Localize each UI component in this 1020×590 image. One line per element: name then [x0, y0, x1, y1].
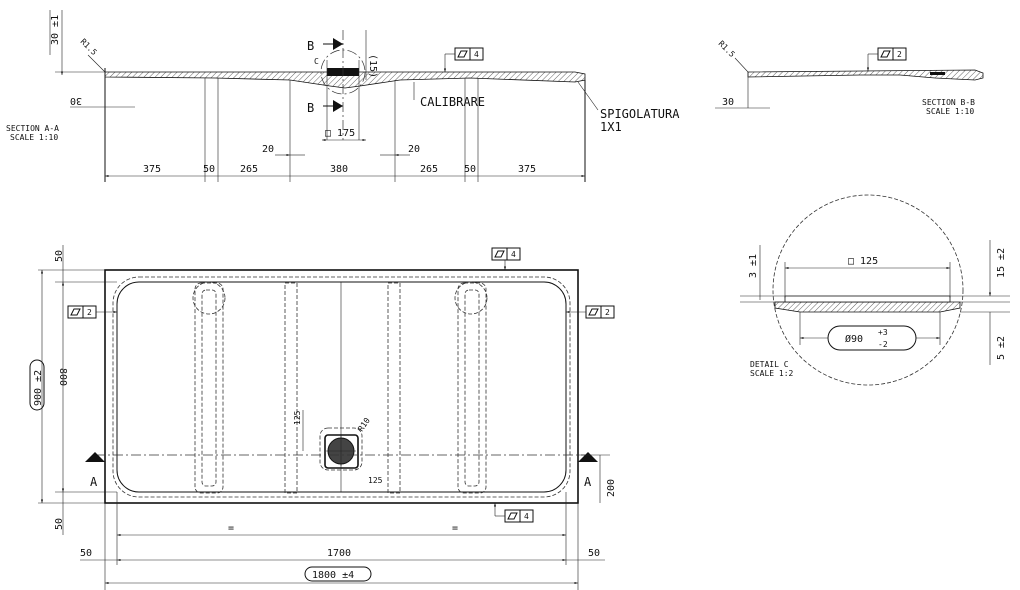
detail-bore-label: Ø90	[845, 333, 863, 345]
flatness-box-right: 2	[566, 305, 615, 319]
plan-right-margin: 50	[588, 548, 600, 559]
dim-50-left: 50	[203, 164, 215, 175]
drain-label-b-top: B	[307, 39, 314, 53]
plan-width-inner: 1700	[327, 548, 351, 559]
drain-label-b-bottom: B	[307, 101, 314, 115]
basin-outline	[116, 281, 567, 493]
plan-left-margin: 50	[80, 548, 92, 559]
dim-20-right: 20	[408, 144, 420, 155]
flatness-a-value: 4	[474, 50, 479, 59]
drain-15-label: (15)	[367, 54, 378, 78]
plan-drain-radius: R10	[356, 416, 372, 433]
detail-c-title: DETAIL C	[750, 360, 789, 369]
plan-equal-right: =	[452, 523, 458, 534]
dim-380: 380	[330, 164, 348, 175]
flatness-box-b: 2	[866, 47, 907, 71]
plan-drain-h-label: 125	[368, 476, 383, 485]
radius-label-b: R1.5	[717, 39, 737, 59]
detail-dim-right-bottom: 5 ±2	[996, 336, 1007, 360]
flatness-bottom-value: 4	[524, 512, 529, 521]
flatness-box-top: 4	[491, 247, 521, 270]
section-b-b-profile	[747, 69, 984, 81]
detail-square-label: □ 125	[848, 256, 878, 267]
plan-height-total: 900 ±2	[33, 370, 44, 406]
drain-square-label: □ 175	[325, 128, 355, 139]
height-total-box: 900 ±2	[29, 359, 45, 411]
section-a-left: A	[90, 475, 98, 489]
section-a-a-scale: SCALE 1:10	[10, 133, 58, 142]
plan-view: 125 125 R10 A A 200 50 50 900 ±2 800	[29, 245, 617, 590]
radius-label-a: R1.5	[79, 37, 99, 57]
detail-tol-plus: +3	[878, 328, 888, 337]
dim-50-right: 50	[464, 164, 476, 175]
flatness-left-value: 2	[87, 308, 92, 317]
section-a-a-title: SECTION A-A	[6, 124, 59, 133]
section-a-a: 375 50 265 380 265 50 375 20 20 30 ±1 R1…	[6, 10, 680, 182]
flatness-right-value: 2	[605, 308, 610, 317]
width-total-box: 1800 ±4	[304, 566, 372, 582]
section-b-b-title: SECTION B-B	[922, 98, 975, 107]
plan-drain: 125 125 R10	[293, 410, 383, 485]
dim-375-right: 375	[518, 164, 536, 175]
section-b-b: R1.5 30 2 SECTION B-B SCALE 1:10	[715, 39, 984, 116]
section-a-right: A	[584, 475, 592, 489]
detail-dim-right-top: 15 ±2	[996, 248, 1007, 278]
channels	[192, 281, 488, 494]
plan-width-total: 1800 ±4	[312, 570, 354, 581]
plan-top-margin: 50	[54, 250, 65, 262]
dim-265-left: 265	[240, 164, 258, 175]
flatness-top-value: 4	[511, 250, 516, 259]
detail-dim-left: 3 ±1	[748, 254, 759, 278]
flatness-b-value: 2	[897, 50, 902, 59]
spigolatura-size: 1X1	[600, 120, 622, 134]
detail-tol-minus: -2	[878, 340, 888, 349]
thickness-label: 30 ±1	[50, 15, 61, 45]
detail-c-scale: SCALE 1:2	[750, 369, 794, 378]
tray-outline	[104, 269, 579, 504]
plan-equal-left: =	[228, 523, 234, 534]
height-30-label: 30	[70, 95, 82, 106]
section-b-height: 30	[722, 97, 734, 108]
plan-drain-offset: 200	[606, 479, 617, 497]
drain-c-label: C	[314, 57, 319, 66]
section-a-a-profile	[104, 71, 586, 89]
dim-375-left: 375	[143, 164, 161, 175]
plan-height-inner: 800	[57, 368, 68, 386]
flatness-box-left: 2	[67, 305, 117, 319]
spigolatura-label: SPIGOLATURA	[600, 107, 680, 121]
flatness-box-bottom: 4	[493, 503, 534, 523]
dim-265-right: 265	[420, 164, 438, 175]
flatness-box-a: 4	[443, 47, 484, 72]
plan-bottom-margin: 50	[54, 518, 65, 530]
section-b-b-scale: SCALE 1:10	[926, 107, 974, 116]
calibrare-label: CALIBRARE	[420, 95, 485, 109]
detail-c: □ 125 3 ±1 15 ±2 5 ±2 Ø90 +3 -2 DETAIL C…	[740, 194, 1010, 386]
dim-20-left: 20	[262, 144, 274, 155]
plan-drain-v-label: 125	[293, 410, 302, 425]
